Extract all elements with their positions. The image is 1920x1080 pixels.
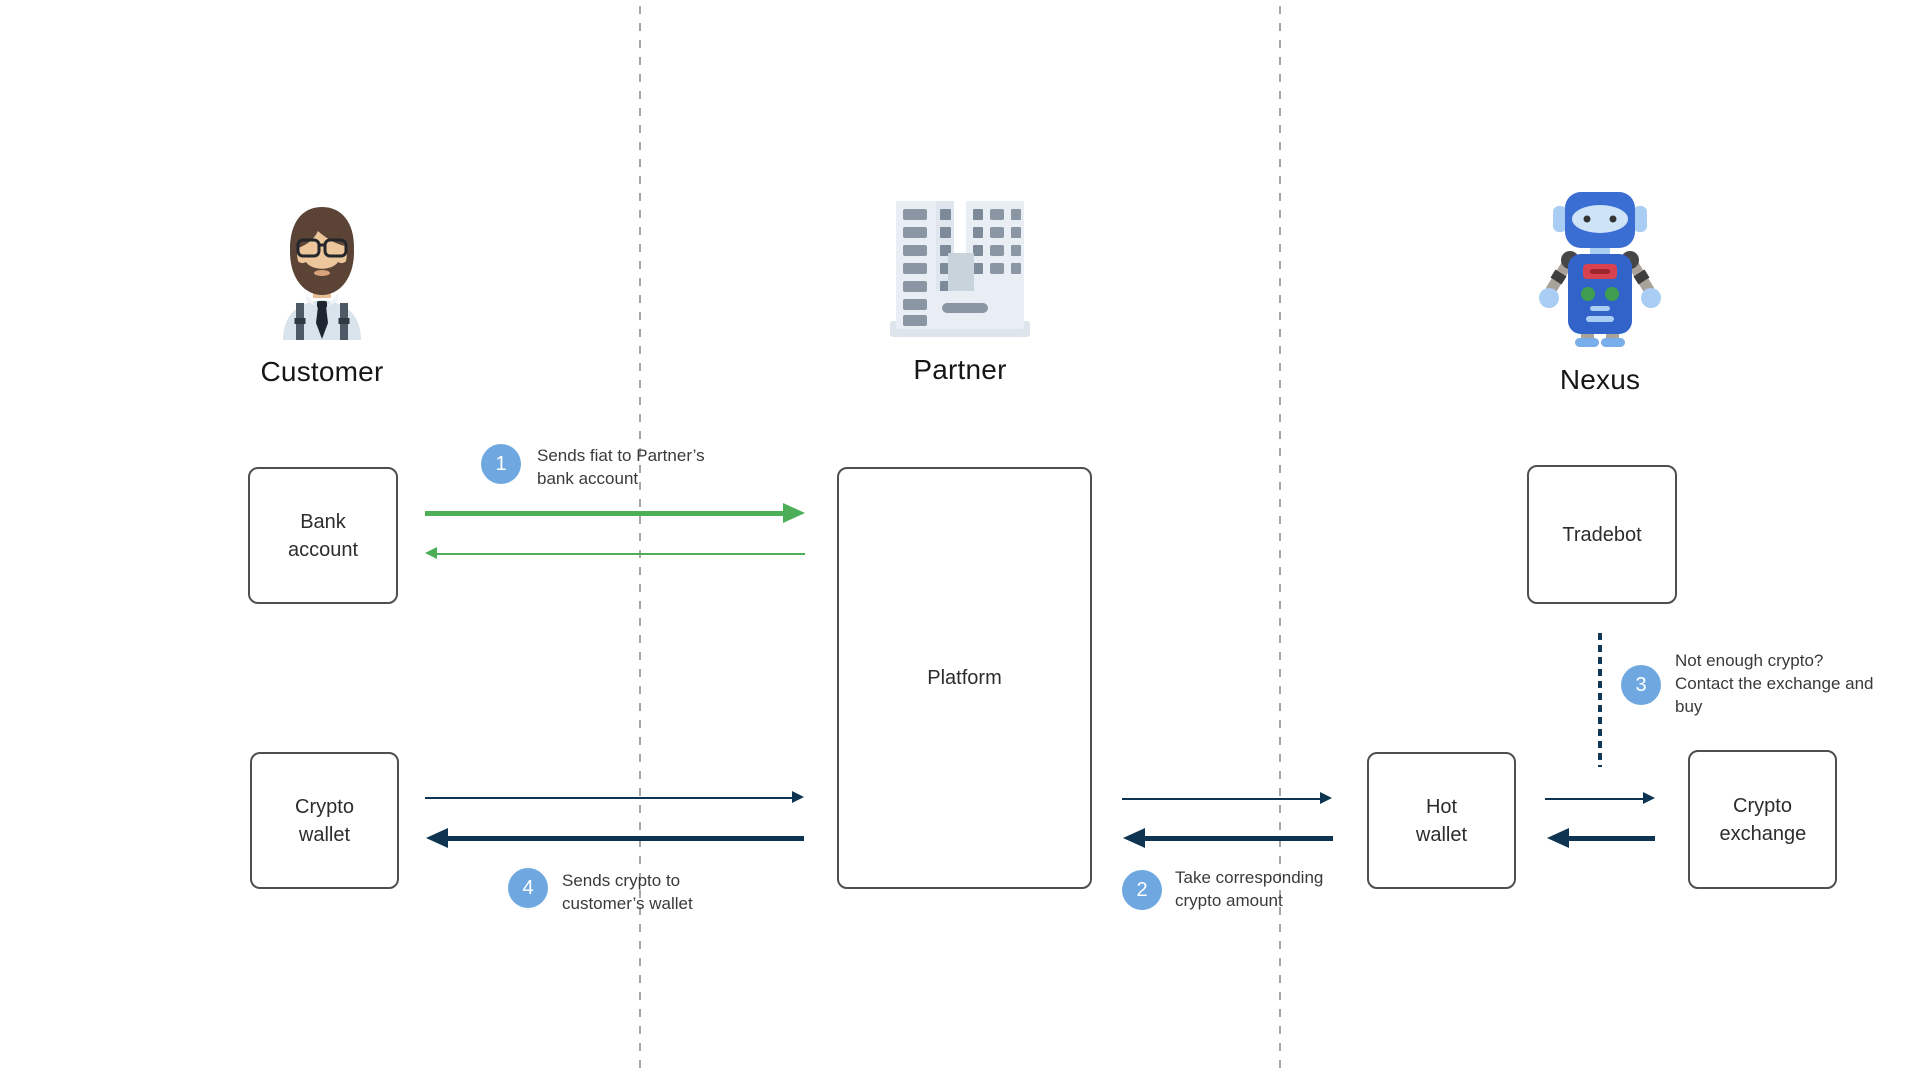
node-label-platform: Platform bbox=[927, 667, 1002, 689]
arrow-tradebot-dashed bbox=[1598, 633, 1602, 767]
node-label-bank-account: Bank account bbox=[287, 510, 359, 561]
arrow-fiat-to-platform bbox=[425, 503, 805, 523]
step-badge-4: 4 bbox=[508, 868, 548, 908]
step-badge-1: 1 bbox=[481, 444, 521, 484]
arrow-platform-to-hot-wallet bbox=[1122, 792, 1332, 805]
step-text-2: Take corresponding crypto amount bbox=[1175, 868, 1324, 910]
step-text-1: Sends fiat to Partner’s bank account bbox=[537, 446, 705, 488]
node-platform: Platform bbox=[837, 467, 1092, 889]
node-label-hot-wallet: Hot wallet bbox=[1415, 795, 1468, 846]
arrow-wallet-to-platform bbox=[425, 791, 804, 804]
person-avatar-icon bbox=[283, 207, 361, 340]
node-label-crypto-wallet: Crypto wallet bbox=[295, 795, 354, 846]
lane-separator-right bbox=[1279, 6, 1281, 1076]
robot-icon bbox=[1539, 192, 1661, 347]
entity-partner: Partner bbox=[885, 195, 1035, 386]
node-crypto-exchange: Crypto exchange bbox=[1688, 750, 1837, 889]
step-badge-2: 2 bbox=[1122, 870, 1162, 910]
arrow-exchange-to-hot-wallet bbox=[1547, 828, 1655, 848]
node-label-tradebot: Tradebot bbox=[1562, 523, 1642, 546]
arrow-crypto-to-customer-wallet bbox=[426, 828, 804, 848]
lane-separator-left bbox=[639, 6, 641, 1076]
node-tradebot: Tradebot bbox=[1527, 465, 1677, 604]
entity-customer: Customer bbox=[247, 200, 397, 388]
arrow-take-crypto-amount bbox=[1123, 828, 1333, 848]
node-label-crypto-exchange: Crypto exchange bbox=[1719, 794, 1807, 845]
entity-label-nexus: Nexus bbox=[1559, 364, 1641, 395]
step-text-4: Sends crypto to customer’s wallet bbox=[562, 871, 693, 913]
arrow-fiat-return bbox=[425, 547, 805, 560]
node-hot-wallet: Hot wallet bbox=[1367, 752, 1516, 889]
step-text-3: Not enough crypto? Contact the exchange … bbox=[1675, 651, 1874, 716]
step-badge-3: 3 bbox=[1621, 665, 1661, 705]
office-building-icon bbox=[890, 201, 1030, 337]
entity-label-customer: Customer bbox=[260, 356, 384, 387]
arrow-hot-wallet-to-exchange bbox=[1545, 792, 1655, 805]
entity-nexus: Nexus bbox=[1525, 192, 1675, 396]
node-bank-account: Bank account bbox=[248, 467, 398, 604]
node-crypto-wallet: Crypto wallet bbox=[250, 752, 399, 889]
entity-label-partner: Partner bbox=[913, 354, 1007, 385]
